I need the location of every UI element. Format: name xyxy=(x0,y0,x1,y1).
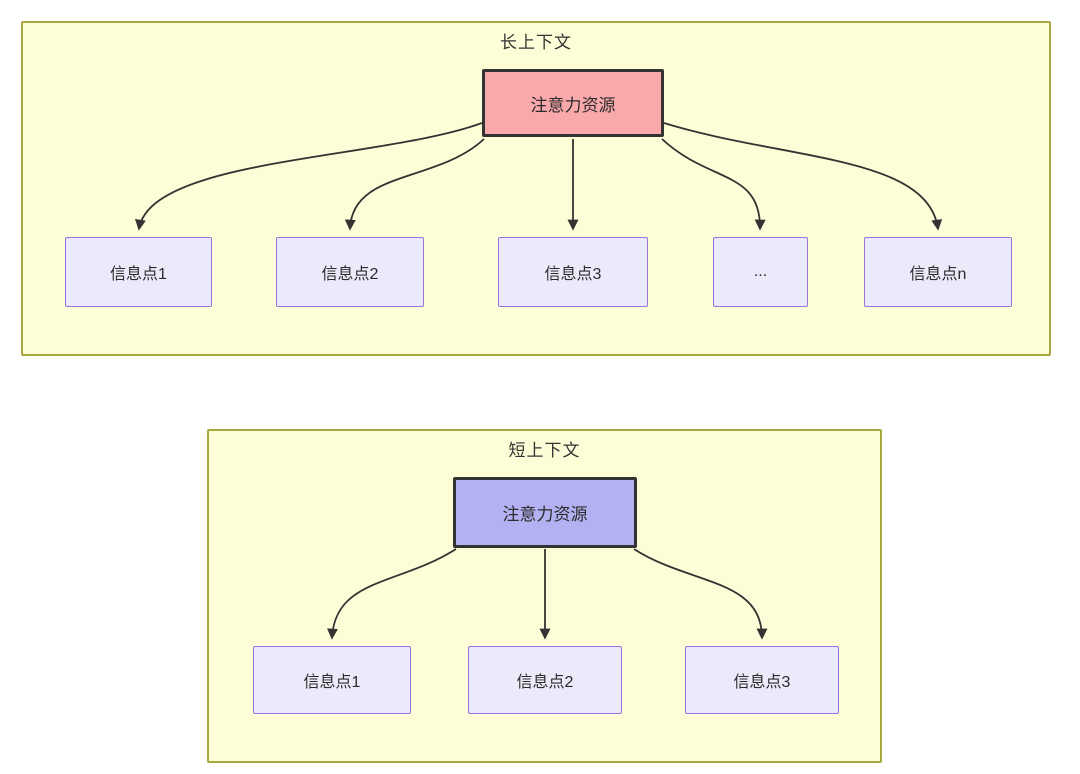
long-info-node-dots: ... xyxy=(713,237,808,307)
short-context-title: 短上下文 xyxy=(508,441,581,460)
long-attention-node: 注意力资源 xyxy=(482,69,664,137)
long-info-label-dots: ... xyxy=(753,263,768,280)
short-attention-node: 注意力资源 xyxy=(453,477,637,548)
long-info-label-2: 信息点2 xyxy=(321,266,379,283)
long-info-label-3: 信息点3 xyxy=(544,266,602,283)
long-info-label-1: 信息点1 xyxy=(110,266,167,283)
long-info-node-2: 信息点2 xyxy=(276,237,424,307)
short-info-label-2: 信息点2 xyxy=(516,674,574,691)
short-info-node-2: 信息点2 xyxy=(468,646,622,714)
short-attention-label: 注意力资源 xyxy=(502,505,588,524)
short-info-label-3: 信息点3 xyxy=(733,674,791,691)
short-info-label-1: 信息点1 xyxy=(303,674,361,691)
long-info-node-n: 信息点n xyxy=(864,237,1012,307)
short-info-node-1: 信息点1 xyxy=(253,646,411,714)
long-info-node-3: 信息点3 xyxy=(498,237,648,307)
long-context-title: 长上下文 xyxy=(500,33,572,52)
long-info-node-1: 信息点1 xyxy=(65,237,212,307)
short-info-node-3: 信息点3 xyxy=(685,646,839,714)
long-attention-label: 注意力资源 xyxy=(530,95,616,115)
long-info-label-n: 信息点n xyxy=(909,266,967,283)
